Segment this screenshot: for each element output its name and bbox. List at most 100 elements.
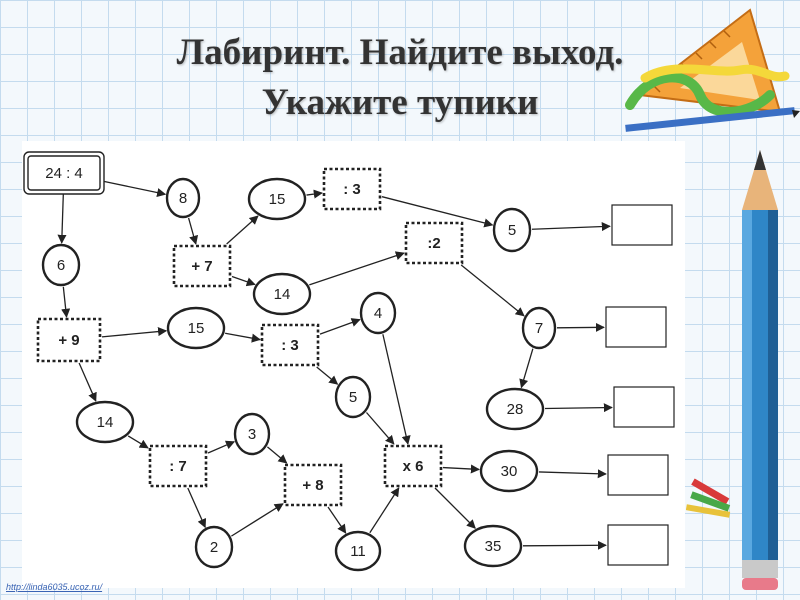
maze-node-shape: [322, 167, 382, 211]
maze-node-label: 8: [179, 190, 187, 207]
maze-node-shape: [605, 306, 667, 348]
maze-arrow-p9-n14b: [78, 362, 97, 402]
maze-node-shape: [463, 524, 523, 568]
answer-box[interactable]: [611, 204, 673, 246]
maze-node-n8: 8: [165, 177, 201, 219]
maze-node-shape: [194, 525, 234, 569]
maze-arrow-p8-n11: [327, 506, 347, 534]
maze-node-label: 14: [274, 286, 291, 303]
maze-arrow-n3-p8: [266, 446, 288, 464]
maze-node-label: 5: [508, 222, 516, 239]
maze-arrow-p7-n14a: [231, 275, 256, 287]
pencil-icon: [742, 150, 778, 590]
maze-node-shape: [383, 444, 443, 488]
maze-node-label: : 3: [343, 181, 361, 198]
maze-node-n11: 11: [334, 530, 382, 572]
maze-node-label: 3: [248, 426, 256, 443]
maze-node-label: 24 : 4: [45, 165, 83, 182]
maze-node-p7: + 7: [172, 244, 232, 288]
maze-node-shape: [166, 306, 226, 350]
maze-arrow-x6-n35: [434, 487, 476, 529]
maze-node-label: 14: [97, 414, 114, 431]
answer-box[interactable]: [605, 306, 667, 348]
squiggle-icon: [625, 72, 775, 117]
maze-node-shape: [260, 323, 320, 367]
maze-arrow-n5b-x6: [365, 412, 395, 445]
maze-node-shape: [359, 291, 397, 335]
maze-node-shape: [148, 444, 208, 488]
maze-node-label: 11: [350, 543, 366, 560]
maze-node-shape: [611, 204, 673, 246]
maze-node-shape: [252, 272, 312, 316]
maze-node-p8: + 8: [283, 463, 343, 507]
maze-node-label: 4: [374, 305, 382, 322]
maze-node-label: 28: [507, 401, 524, 418]
maze-node-shape: [233, 412, 271, 456]
title-line-1: Лабиринт. Найдите выход.: [176, 32, 624, 73]
maze-arrow-n14b-d7: [127, 435, 149, 449]
maze-node-shape: [404, 221, 464, 265]
maze-node-shape: [521, 306, 557, 350]
maze-node-shape: [334, 375, 372, 419]
maze-node-n15a: 15: [247, 177, 307, 221]
maze-arrow-n35-ans5: [522, 540, 607, 550]
maze-node-label: 30: [501, 463, 518, 480]
maze-node-n35: 35: [463, 524, 523, 568]
maze-node-p9: + 9: [36, 317, 102, 363]
maze-node-shape: [75, 400, 135, 444]
maze-arrow-d3b-n5b: [316, 366, 339, 385]
maze-arrow-n6-p9: [61, 286, 71, 318]
maze-arrow-n15b-d3b: [225, 332, 261, 343]
maze-node-shape: [485, 387, 545, 431]
maze-node-label: + 8: [302, 477, 323, 494]
maze-arrow-d3b-n4: [319, 318, 361, 335]
maze-node-label: :2: [427, 235, 440, 252]
maze-diagram: 24 : 4 8 6 + 7 15 : 3 14 :2 5 + 9 15 : 3 4 5 7 28 14 : 7 3…: [22, 141, 685, 588]
source-link[interactable]: http://linda6035.ucoz.ru/: [6, 582, 103, 592]
maze-arrow-n5a-ans1: [531, 221, 611, 232]
maze-node-n30: 30: [479, 449, 539, 493]
answer-box[interactable]: [607, 454, 669, 496]
maze-node-label: 5: [349, 389, 357, 406]
maze-node-shape: [607, 524, 669, 566]
maze-node-shape: [27, 155, 101, 191]
maze-node-label: + 7: [191, 258, 212, 275]
maze-node-label: 15: [269, 191, 286, 208]
maze-node-shape: [479, 449, 539, 493]
maze-node-label: : 7: [169, 458, 187, 475]
page-title: Лабиринт. Найдите выход. Укажите тупики: [0, 28, 800, 128]
maze-node-start: 24 : 4: [23, 151, 105, 195]
maze-node-label: 2: [210, 539, 218, 556]
maze-node-n3: 3: [233, 412, 271, 456]
maze-arrow-n14a-d2: [309, 251, 405, 286]
maze-arrow-n4-x6: [382, 334, 411, 445]
maze-node-n5b: 5: [334, 375, 372, 419]
maze-node-shape: [165, 177, 201, 219]
maze-arrow-n7-n28: [519, 348, 534, 389]
maze-arrow-n30-ans4: [538, 469, 607, 479]
maze-arrow-n11-x6: [369, 487, 400, 534]
maze-node-label: + 9: [58, 332, 79, 349]
maze-arrow-d2-n7: [460, 264, 525, 317]
maze-node-n5a: 5: [492, 207, 532, 253]
maze-arrow-start-n6: [57, 191, 67, 244]
maze-node-shape: [172, 244, 232, 288]
maze-node-label: 6: [57, 257, 65, 274]
maze-arrow-p7-n15a: [226, 215, 259, 245]
maze-arrow-n28-ans3: [544, 403, 613, 413]
maze-node-n4: 4: [359, 291, 397, 335]
maze-node-label: 7: [535, 320, 543, 337]
maze-node-n15b: 15: [166, 306, 226, 350]
maze-node-shape: [607, 454, 669, 496]
maze-node-n6: 6: [41, 243, 81, 287]
maze-node-label: 35: [485, 538, 502, 555]
maze-arrow-x6-n30: [442, 464, 480, 474]
maze-node-shape: [613, 386, 675, 428]
maze-arrow-d7-n2: [187, 487, 207, 529]
maze-node-shape: [492, 207, 532, 253]
answer-box[interactable]: [607, 524, 669, 566]
answer-box[interactable]: [613, 386, 675, 428]
maze-canvas: 24 : 4 8 6 + 7 15 : 3 14 :2 5 + 9 15 : 3 4 5 7 28 14 : 7 3…: [23, 151, 675, 572]
maze-node-label: : 3: [281, 337, 299, 354]
maze-node-d7: : 7: [148, 444, 208, 488]
